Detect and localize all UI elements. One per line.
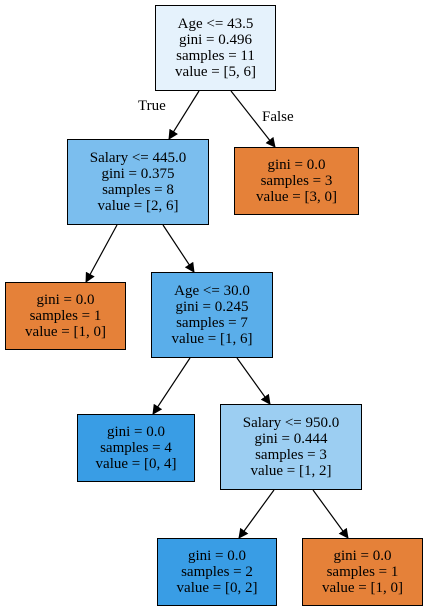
leaf-salary-950-left-line-3: value = [0, 2] (176, 580, 258, 596)
leaf-salary-445-left-line-2: samples = 1 (29, 308, 102, 324)
leaf-salary-950-left: gini = 0.0 samples = 2 value = [0, 2] (157, 538, 277, 606)
node-salary-445-line-1: Salary <= 445.0 (89, 150, 187, 166)
leaf-salary-950-right: gini = 0.0 samples = 1 value = [1, 0] (302, 538, 423, 606)
edge-label-true: True (138, 98, 166, 114)
edge-root-to-leaf-false (230, 90, 276, 148)
edge-age-30-to-salary-950 (236, 357, 271, 405)
leaf-salary-950-right-line-2: samples = 1 (326, 564, 399, 580)
leaf-false-branch-line-3: value = [3, 0] (256, 189, 337, 205)
node-salary-950-line-3: samples = 3 (255, 447, 327, 463)
node-age-30-line-4: value = [1, 6] (171, 331, 253, 347)
leaf-salary-950-right-line-3: value = [1, 0] (322, 580, 403, 596)
leaf-salary-445-left-line-1: gini = 0.0 (36, 292, 95, 308)
node-salary-445-line-3: samples = 8 (102, 182, 174, 198)
node-root: Age <= 43.5 gini = 0.496 samples = 11 va… (155, 5, 276, 91)
leaf-false-branch: gini = 0.0 samples = 3 value = [3, 0] (234, 147, 359, 215)
leaf-age-30-left: gini = 0.0 samples = 4 value = [0, 4] (77, 414, 195, 482)
node-salary-445-line-2: gini = 0.375 (101, 166, 175, 182)
node-root-line-1: Age <= 43.5 (177, 16, 254, 32)
leaf-salary-445-left-line-3: value = [1, 0] (25, 324, 106, 340)
leaf-salary-950-left-line-2: samples = 2 (181, 564, 253, 580)
node-salary-445-line-4: value = [2, 6] (97, 198, 179, 214)
node-salary-950-line-1: Salary <= 950.0 (242, 415, 340, 431)
node-root-line-2: gini = 0.496 (178, 32, 253, 48)
node-age-30-line-3: samples = 7 (176, 315, 248, 331)
edge-salary-445-to-age-30 (162, 224, 195, 273)
leaf-salary-950-right-line-1: gini = 0.0 (333, 548, 392, 564)
leaf-salary-445-left: gini = 0.0 samples = 1 value = [1, 0] (5, 282, 126, 350)
edge-age-30-to-leaf (152, 357, 191, 415)
leaf-age-30-left-line-1: gini = 0.0 (106, 424, 166, 440)
edge-salary-445-to-leaf (85, 224, 118, 283)
node-age-30-line-2: gini = 0.245 (175, 299, 249, 315)
edge-label-false: False (262, 109, 294, 125)
node-salary-950-line-4: value = [1, 2] (250, 463, 332, 479)
leaf-age-30-left-line-2: samples = 4 (100, 440, 172, 456)
leaf-false-branch-line-2: samples = 3 (260, 173, 333, 189)
leaf-age-30-left-line-3: value = [0, 4] (95, 456, 177, 472)
edge-salary-950-to-leaf-left (238, 489, 275, 539)
edge-salary-950-to-leaf-right (312, 489, 349, 539)
node-salary-445: Salary <= 445.0 gini = 0.375 samples = 8… (67, 139, 209, 225)
leaf-salary-950-left-line-1: gini = 0.0 (187, 548, 247, 564)
node-root-line-3: samples = 11 (176, 48, 255, 64)
node-root-line-4: value = [5, 6] (175, 64, 256, 80)
edge-root-to-salary-445 (168, 90, 200, 140)
node-age-30: Age <= 30.0 gini = 0.245 samples = 7 val… (151, 272, 273, 358)
node-age-30-line-1: Age <= 30.0 (174, 283, 250, 299)
edges-group (85, 90, 349, 539)
node-salary-950: Salary <= 950.0 gini = 0.444 samples = 3… (220, 404, 362, 490)
node-salary-950-line-2: gini = 0.444 (254, 431, 328, 447)
leaf-false-branch-line-1: gini = 0.0 (267, 157, 326, 173)
